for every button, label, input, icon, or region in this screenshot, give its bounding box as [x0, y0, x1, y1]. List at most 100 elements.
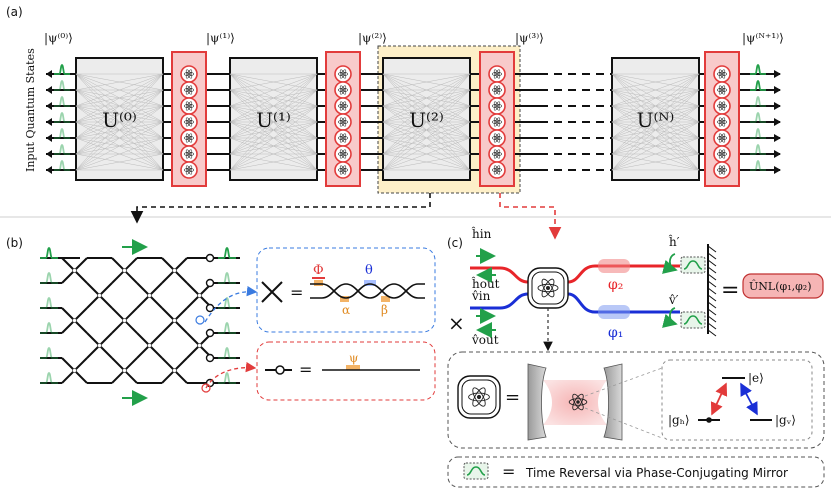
- atom-nucleus: [721, 169, 723, 171]
- nonlinear-atom: [337, 149, 349, 159]
- atom-orbit: [468, 392, 490, 402]
- crossing-symbol: [261, 281, 283, 303]
- atom-nucleus: [496, 89, 498, 91]
- nonlinear-atom: [491, 165, 503, 175]
- atom-orbit: [718, 149, 726, 159]
- mesh-input-wavepacket: [40, 272, 58, 284]
- atom-orbit: [183, 167, 195, 173]
- unitary-mesh-line: [229, 105, 318, 171]
- pcm-box: [463, 462, 489, 480]
- atom-nucleus: [576, 400, 580, 404]
- pcm-h: [680, 256, 706, 274]
- mzi-node: [172, 318, 177, 323]
- mode-arrowhead-left: [46, 150, 52, 158]
- unitary-mesh-line: [75, 73, 164, 107]
- phi-phase-marker: [314, 280, 323, 286]
- nonlinear-atom: [183, 101, 195, 111]
- atom-nucleus: [342, 73, 344, 75]
- unitary-mesh-line: [382, 137, 471, 171]
- v-prime-label: v̂′: [668, 293, 679, 307]
- atom-orbit: [337, 87, 349, 93]
- atom-orbit: [337, 167, 349, 173]
- level-diagram-box: [661, 359, 813, 441]
- unitary-mesh-line: [229, 73, 318, 171]
- mzi-node: [197, 293, 202, 298]
- nonlinear-atom: [491, 85, 503, 95]
- atom-nucleus: [342, 89, 344, 91]
- mirror-hatch-line: [707, 273, 717, 281]
- mode-arrowhead-right: [774, 118, 781, 126]
- mzi-detail-box: [256, 247, 436, 333]
- pcm-wave: [466, 466, 486, 476]
- atom-nucleus: [188, 73, 190, 75]
- atom-nucleus: [546, 286, 550, 290]
- v-output-waveguide: [567, 292, 680, 314]
- nonlinear-atom: [716, 133, 728, 143]
- atom-orbit: [185, 149, 193, 159]
- atom-orbit: [493, 149, 501, 159]
- level-e-label: |e⟩: [748, 371, 764, 385]
- atom-orbit: [185, 101, 193, 111]
- mode-arrowhead-right: [774, 150, 781, 158]
- h-input-waveguide: [470, 266, 529, 284]
- unitary-mesh-line: [75, 89, 164, 171]
- panel-b: (b) = Φ θ α β = ψ: [6, 236, 436, 406]
- mirror-hatch-line: [707, 280, 717, 288]
- legend-box: [447, 456, 825, 488]
- highlight-phase-node: [201, 383, 211, 393]
- level-gv-label: |gᵥ⟩: [775, 413, 796, 427]
- mode-arrowhead-right: [774, 86, 781, 94]
- atom-orbit: [493, 69, 501, 79]
- mzi-node: [72, 368, 77, 373]
- nonlinear-layer: [325, 51, 361, 187]
- mesh-output-wavepacket: [218, 247, 236, 259]
- nonlinear-atom: [337, 165, 349, 175]
- atom-orbit: [339, 165, 347, 175]
- phase-equals: =: [299, 360, 312, 379]
- unitary-mesh-line: [611, 73, 700, 171]
- alpha-phase-marker: [340, 296, 349, 302]
- atom-orbit: [491, 87, 503, 93]
- connector-to-b: [130, 193, 431, 224]
- mesh-input-wavepacket: [40, 297, 58, 309]
- interferometer-mesh: [40, 253, 240, 393]
- nonlinear-atom: [183, 133, 195, 143]
- unitary-mesh-line: [75, 73, 164, 171]
- atom-orbit: [716, 87, 728, 93]
- atom-orbit: [185, 133, 193, 143]
- unitary-mesh-line: [229, 73, 318, 123]
- atom-orbit: [185, 69, 193, 79]
- unl-box: [742, 273, 824, 299]
- mirror-hatch-line: [707, 308, 717, 316]
- pcm-box: [680, 311, 706, 329]
- atom-orbit: [718, 165, 726, 175]
- nonlinear-atom: [716, 149, 728, 159]
- unitary-rect: [611, 57, 700, 181]
- nonlinear-atom: [183, 69, 195, 79]
- atom-nucleus: [721, 105, 723, 107]
- mzi-node: [122, 318, 127, 323]
- output-wavepacket: [750, 160, 766, 171]
- atom-orbit: [716, 119, 728, 125]
- unitary-block: U⁽ᴺ⁾: [611, 57, 700, 181]
- atom-orbit: [537, 283, 559, 293]
- atom-orbit: [185, 149, 193, 159]
- mode-arrowhead-left: [46, 86, 52, 94]
- nonlinear-atom: [183, 165, 195, 175]
- panel-a: (a) Input Quantum States |ψ⁽⁰⁾⟩ |ψ⁽¹⁾⟩ |…: [6, 5, 784, 194]
- atom-orbit: [472, 387, 486, 407]
- unitary-mesh-line: [75, 137, 164, 171]
- phi1-phase-patch: [598, 305, 630, 319]
- atom-orbit: [339, 149, 347, 159]
- mode-arrowhead-right: [774, 102, 781, 110]
- atom-orbit: [339, 149, 347, 159]
- h-prime-label: ĥ′: [668, 234, 680, 249]
- atom-nucleus: [342, 105, 344, 107]
- atom-orbit: [718, 165, 726, 175]
- pcm-v: [680, 311, 706, 329]
- atom-orbit: [716, 103, 728, 109]
- psi-label: ψ: [349, 351, 358, 365]
- atom-nucleus: [342, 137, 344, 139]
- output-phase-shifter: [205, 328, 215, 338]
- atom-orbit: [472, 387, 486, 407]
